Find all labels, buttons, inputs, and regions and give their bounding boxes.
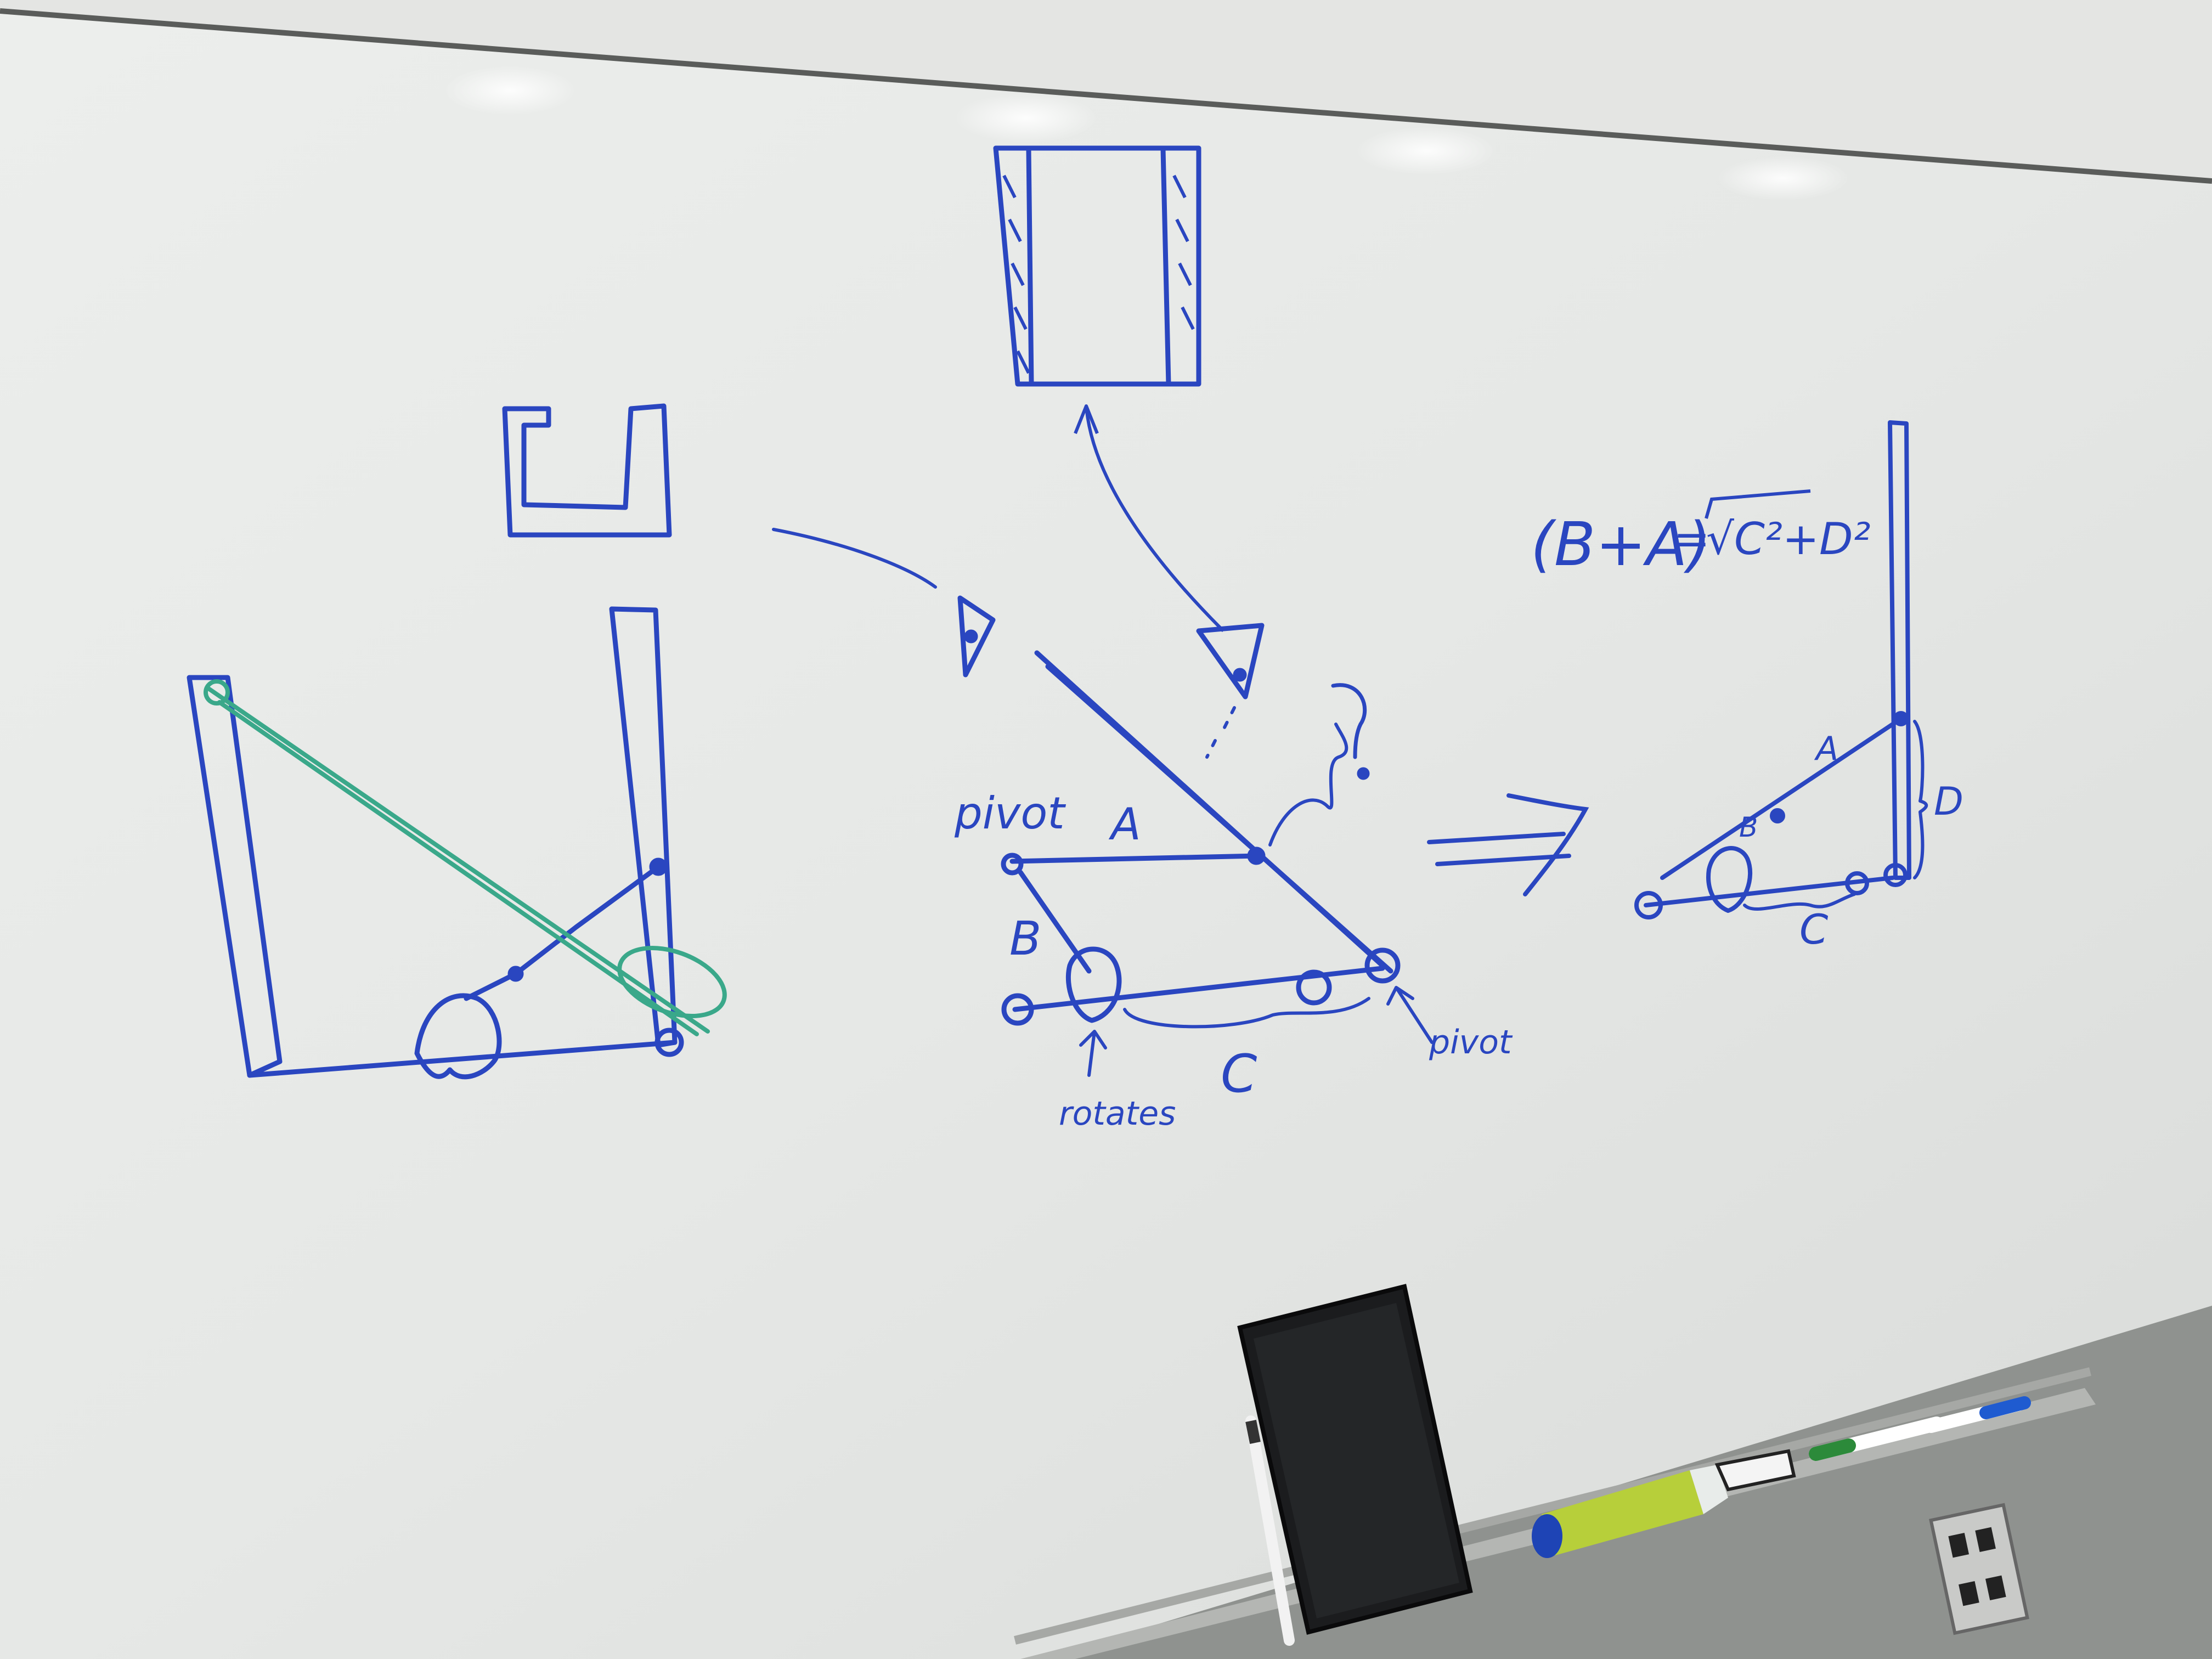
link-line xyxy=(1660,716,1903,880)
marker-icon xyxy=(1925,1396,2031,1433)
light-glare xyxy=(1355,126,1498,176)
label-a: A xyxy=(1108,799,1141,850)
eye-sketch xyxy=(1196,623,1265,699)
right-diagram xyxy=(1634,420,1928,919)
brace-d xyxy=(1913,720,1928,879)
marker-icon xyxy=(1809,1417,1944,1461)
spray-bottle-icon xyxy=(1532,1449,1796,1558)
label-pivot-left: pivot xyxy=(954,788,1066,839)
green-arm xyxy=(204,679,727,1036)
left-post xyxy=(187,675,283,1078)
light-glare xyxy=(955,93,1097,143)
label-right-d: D xyxy=(1934,779,1963,824)
marker-tray-lip xyxy=(1014,1367,2091,1645)
board-top-edge xyxy=(0,8,2212,184)
light-glare xyxy=(444,66,576,115)
labels: pivot A B C rotates pivot A B C D xyxy=(954,730,1963,1133)
gear-scribble xyxy=(1706,846,1753,913)
arm-link xyxy=(464,864,661,1001)
tablet-icon xyxy=(1237,1284,1473,1635)
equation: (B+A) = √C²+D² xyxy=(1531,489,1871,579)
gear-scribble xyxy=(1065,946,1122,1023)
label-right-c: C xyxy=(1799,905,1829,953)
base-line xyxy=(247,1040,678,1078)
power-outlet-icon xyxy=(1929,1503,2029,1635)
link-a-line xyxy=(1009,853,1259,864)
label-pivot-right: pivot xyxy=(1429,1023,1513,1062)
gear-scribble xyxy=(414,993,502,1080)
stylus-icon xyxy=(1245,1415,1295,1646)
bracket-sketch xyxy=(502,403,672,538)
whiteboard-surface xyxy=(0,11,2212,1659)
implies-arrow xyxy=(1427,793,1589,896)
equation-lhs: (B+A) xyxy=(1531,509,1711,579)
left-diagram xyxy=(187,403,684,1080)
label-right-a: A xyxy=(1814,730,1838,768)
label-b: B xyxy=(1009,912,1041,966)
door-sketch xyxy=(993,145,1225,633)
light-glare xyxy=(1717,156,1849,200)
brace-c xyxy=(1743,893,1856,911)
equation-rhs: √C²+D² xyxy=(1706,514,1871,565)
label-right-b: B xyxy=(1739,811,1758,843)
eye-sketch xyxy=(957,595,996,678)
brace-c xyxy=(1123,997,1370,1029)
label-c: C xyxy=(1221,1044,1257,1104)
label-rotates: rotates xyxy=(1059,1094,1176,1133)
equation-equals: = xyxy=(1673,514,1710,565)
middle-diagram xyxy=(772,528,1434,1077)
